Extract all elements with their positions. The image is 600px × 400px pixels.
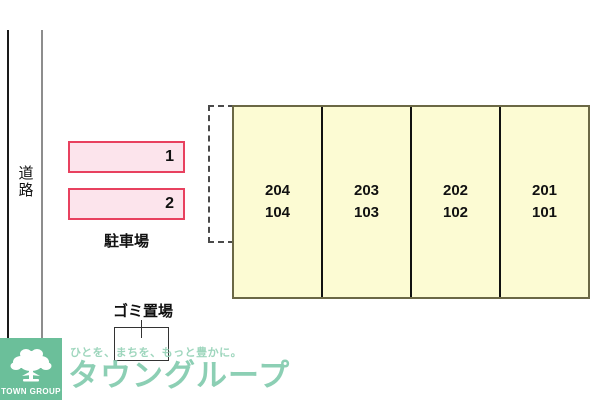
parking-stall-2-number: 2: [165, 195, 174, 212]
unit-cell-2[interactable]: 203 103: [323, 107, 412, 297]
brand-tagline: ひとを、まちを、もっと豊かに。: [70, 347, 243, 359]
unit-cell-4[interactable]: 201 101: [501, 107, 588, 297]
road-label-char-1: 道: [18, 165, 34, 182]
road-label-char-2: 路: [18, 182, 34, 199]
unit-number-upper-4: 201: [531, 182, 558, 199]
road-edge-line-left: [7, 30, 9, 390]
unit-cell-1[interactable]: 204 104: [234, 107, 323, 297]
parking-stall-1-number: 1: [165, 148, 174, 165]
garbage-area-label: ゴミ置場: [112, 303, 173, 320]
road-label: 道 路: [12, 165, 40, 199]
parking-stall-2[interactable]: 2: [68, 188, 185, 220]
unit-number-upper-2: 203: [353, 182, 380, 199]
building-approach-outline: [208, 105, 234, 243]
road-edge-line-right: [41, 30, 43, 390]
town-group-logo-text: TOWN GROUP: [1, 387, 61, 396]
brand-name: タウングループ: [68, 358, 291, 393]
town-group-logo: TOWN GROUP: [0, 338, 62, 400]
parking-area-label: 駐車場: [103, 233, 149, 250]
unit-number-lower-2: 103: [353, 204, 380, 221]
unit-number-lower-3: 102: [442, 204, 469, 221]
unit-cell-3[interactable]: 202 102: [412, 107, 501, 297]
unit-number-lower-1: 104: [264, 204, 291, 221]
tree-icon: [10, 349, 52, 382]
building-block: 204 104 203 103 202 102 201 101: [232, 105, 590, 299]
unit-number-lower-4: 101: [531, 204, 558, 221]
garbage-area-box[interactable]: [114, 327, 169, 361]
parking-stall-1[interactable]: 1: [68, 141, 185, 173]
unit-number-upper-3: 202: [442, 182, 469, 199]
garbage-leader-line: [141, 320, 142, 338]
unit-number-upper-1: 204: [264, 182, 291, 199]
